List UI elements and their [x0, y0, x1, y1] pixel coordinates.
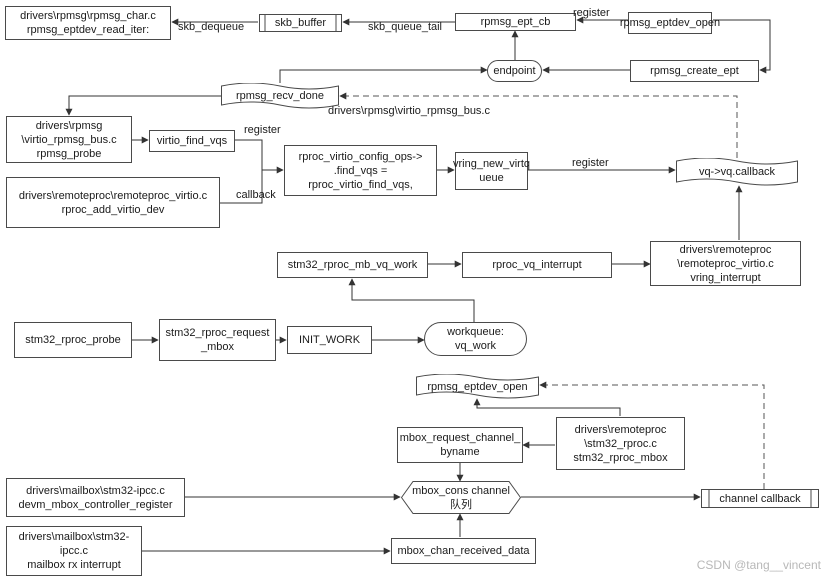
label-register-mid: register [572, 157, 609, 169]
edge-findvqs-config [235, 139, 284, 174]
node-skb-buffer: skb_buffer [259, 14, 342, 32]
node-mbox-request-channel: mbox_request_channel_ byname [397, 427, 523, 463]
node-rpmsg-char: drivers\rpmsg\rpmsg_char.c rpmsg_eptdev_… [5, 6, 171, 40]
node-endpoint: endpoint [487, 60, 542, 82]
node-rpmsg-recv-done-label: rpmsg_recv_done [235, 90, 325, 102]
edge-dashed-vqcb-recv [339, 92, 738, 158]
node-virtio-find-vqs: virtio_find_vqs [149, 130, 235, 152]
edge-rvirtio-config [220, 170, 263, 204]
node-stm32-rproc-mb-vq-work: stm32_rproc_mb_vq_work [277, 252, 428, 278]
edge-open-create [713, 19, 771, 74]
label-virtio-rpmsg-bus-c: drivers\rpmsg\virtio_rpmsg_bus.c [328, 105, 490, 117]
node-mbox-chan-received-data: mbox_chan_received_data [391, 538, 536, 564]
node-rpmsg-create-ept: rpmsg_create_ept [630, 60, 759, 82]
edge-stm32rproc-open [473, 398, 621, 416]
node-skb-buffer-label: skb_buffer [274, 17, 327, 29]
watermark: CSDN @tang__vincent [696, 558, 821, 572]
node-stm32-rproc-request-mbox: stm32_rproc_request _mbox [159, 319, 276, 361]
node-mbox-cons-channel: mbox_cons channel 队列 [401, 481, 521, 514]
label-callback: callback [236, 189, 276, 201]
node-stm32-ipcc-bottom: drivers\mailbox\stm32- ipcc.c mailbox rx… [6, 526, 142, 576]
node-init-work: INIT_WORK [287, 326, 372, 354]
node-channel-callback: channel callback [701, 489, 819, 508]
label-register-top: register [573, 7, 610, 19]
node-channel-callback-label: channel callback [719, 492, 801, 505]
node-rproc-vq-interrupt: rproc_vq_interrupt [462, 252, 612, 278]
node-rpmsg-eptdev-open-top: rpmsg_eptdev_open [620, 12, 720, 34]
node-remoteproc-virtio: drivers\remoteproc\remoteproc_virtio.c r… [6, 177, 220, 228]
node-virtio-rpmsg-bus: drivers\rpmsg \virtio_rpmsg_bus.c rpmsg_… [6, 116, 132, 163]
edge-dashed-chcb-open [539, 381, 765, 489]
edge-recv-endpoint [279, 66, 488, 83]
edge-wq-mbvq [348, 278, 475, 322]
edge-recv-bus [65, 95, 222, 116]
node-stm32-ipcc-top: drivers\mailbox\stm32-ipcc.c devm_mbox_c… [6, 478, 185, 517]
node-rpmsg-eptdev-open-mid-label: rpmsg_eptdev_open [427, 380, 528, 393]
node-rproc-virtio-config: rproc_virtio_config_ops-> .find_vqs = rp… [284, 145, 437, 196]
node-vq-callback: vq->vq.callback [676, 158, 798, 186]
label-skb-queue-tail: skb_queue_tail [368, 21, 443, 33]
label-skb-dequeue: skb_dequeue [178, 21, 245, 33]
node-stm32-rproc-probe: stm32_rproc_probe [14, 322, 132, 358]
node-rpmsg-ept-cb: rpmsg_ept_cb [455, 13, 576, 31]
node-vq-callback-label: vq->vq.callback [698, 166, 776, 178]
node-stm32-rproc: drivers\remoteproc \stm32_rproc.c stm32_… [556, 417, 685, 470]
node-rpmsg-recv-done: rpmsg_recv_done [221, 83, 339, 109]
node-mbox-cons-channel-label: mbox_cons channel 队列 [412, 484, 510, 511]
label-register-left: register [244, 124, 281, 136]
node-vring-new-virtqueue: vring_new_virtq ueue [453, 152, 530, 190]
node-vring-interrupt: drivers\remoteproc \remoteproc_virtio.c … [650, 241, 801, 286]
node-rpmsg-eptdev-open-mid: rpmsg_eptdev_open [416, 374, 539, 399]
node-workqueue: workqueue: vq_work [424, 322, 527, 356]
